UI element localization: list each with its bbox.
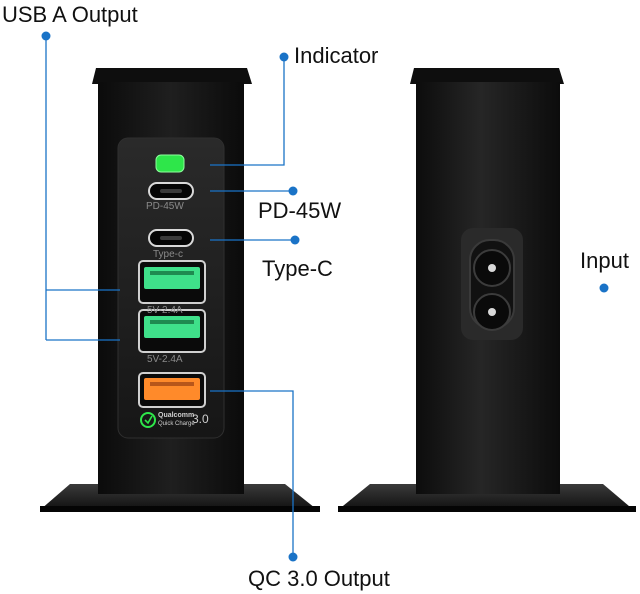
front-top-cap	[92, 68, 252, 84]
indicator-callout-dot	[279, 52, 289, 62]
qc-callout-line	[210, 390, 294, 556]
type-c-callout-dot	[290, 235, 300, 245]
input-callout-dot	[599, 283, 609, 293]
pd-port-print: PD-45W	[146, 201, 184, 212]
usb-a-callout-line	[45, 36, 120, 341]
usb-a-1-port-print: 5V-2.4A	[147, 305, 183, 316]
back-stand	[338, 484, 636, 512]
back-charger-unit	[338, 68, 636, 512]
usb-a-callout-dot	[41, 31, 51, 41]
indicator-led	[155, 154, 185, 173]
ac-input-socket	[461, 228, 523, 340]
usb-a-2-port-print: 5V-2.4A	[147, 354, 183, 365]
usb-a-output-label: USB A Output	[2, 2, 138, 27]
back-top-cap	[410, 68, 564, 84]
front-charger-unit	[40, 68, 320, 512]
qualcomm-logo-icon	[140, 412, 156, 428]
front-stand-base	[40, 506, 320, 512]
qc-3-output-label: QC 3.0 Output	[248, 566, 390, 591]
pd-callout-dot	[288, 186, 298, 196]
qc-product-text: Quick Charge	[158, 421, 195, 427]
qc-callout-dot	[288, 552, 298, 562]
indicator-callout-line	[210, 57, 285, 166]
indicator-label: Indicator	[294, 43, 379, 68]
input-label: Input	[580, 248, 629, 273]
type-c-label: Type-C	[262, 256, 333, 281]
typec-port-print: Type-c	[153, 249, 184, 260]
qc-version-text: 3.0	[192, 412, 209, 426]
pd-45w-label: PD-45W	[258, 198, 342, 223]
qc-brand-text: Qualcomm	[158, 412, 195, 419]
callout-dots	[41, 31, 609, 562]
back-stand-base	[338, 506, 636, 512]
callout-lines	[45, 36, 295, 556]
